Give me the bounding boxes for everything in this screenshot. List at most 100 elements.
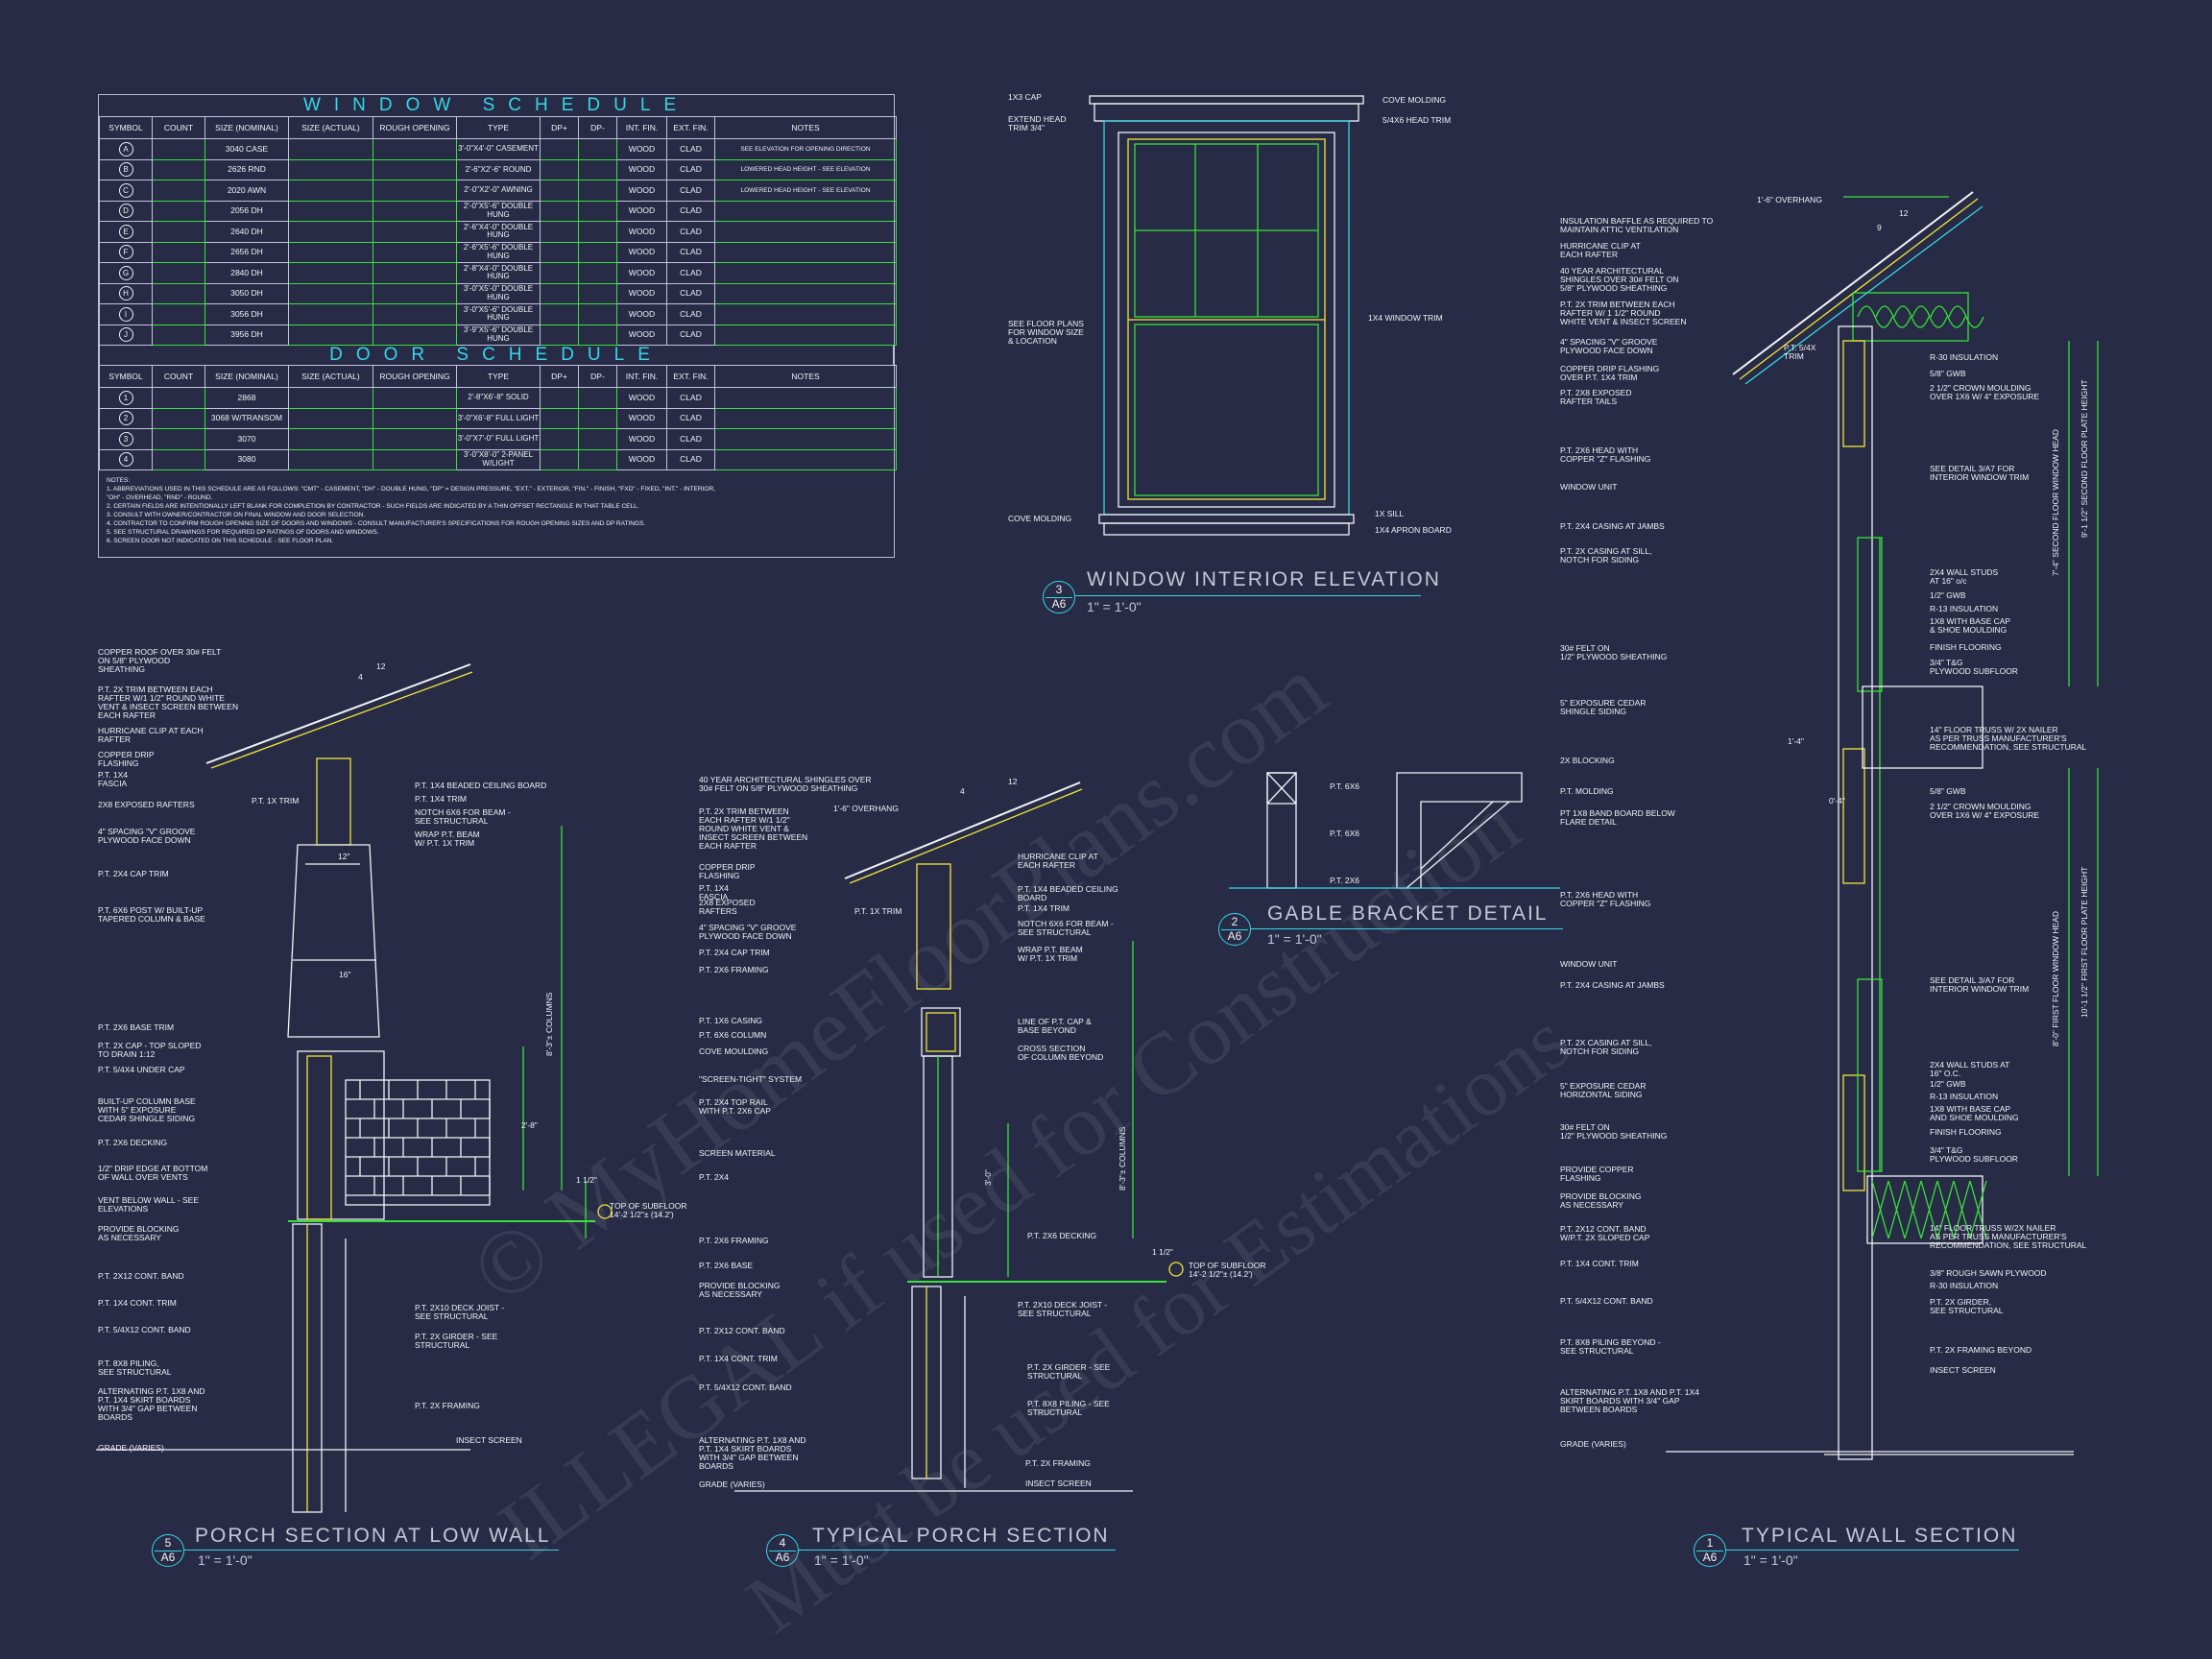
door-schedule-col-header: INT. FIN. — [616, 365, 667, 388]
wall-section-label: GRADE (VARIES) — [1560, 1439, 1626, 1449]
porch-low-wall-label: P.T. 1X TRIM — [252, 796, 300, 805]
schedule-note-line: 4. CONTRACTOR TO CONFIRM ROUGH OPENING S… — [107, 520, 646, 527]
wall-section-label: INSECT SCREEN — [1930, 1365, 1996, 1375]
schedule-note-line: 6. SCREEN DOOR NOT INDICATED ON THIS SCH… — [107, 538, 334, 544]
porch-low-wall-label: P.T. 1X4 TRIM — [415, 794, 468, 804]
wall-section-label: 3/8" ROUGH SAWN PLYWOOD — [1930, 1268, 2047, 1278]
detail-title-3: WINDOW INTERIOR ELEVATION — [1087, 568, 1441, 590]
porch-low-wall-label: P.T. 2X4 CAP TRIM — [98, 869, 169, 878]
porch-low-wall-label: P.T. 2X6 BASE TRIM — [98, 1022, 175, 1032]
wall-section-label: P.T. 1X4 CONT. TRIM — [1560, 1259, 1639, 1268]
wall-section-dimension: 10'-1 1/2" FIRST FLOOR PLATE HEIGHT — [2080, 866, 2089, 1018]
wall-section-label: 1/2" GWB — [1930, 590, 1966, 600]
wall-section-label: 2X BLOCKING — [1560, 756, 1615, 765]
window-schedule-symbol-bubble: D — [118, 204, 133, 219]
window-schedule-notes — [714, 324, 897, 346]
porch-low-wall-section — [96, 663, 613, 1513]
wall-section-label: 5/8" GWB — [1930, 786, 1966, 796]
porch-section-label: P.T. 2X6 FRAMING — [699, 965, 769, 974]
window-schedule-symbol-bubble: C — [118, 182, 133, 198]
wall-section-label: 5/8" GWB — [1930, 369, 1966, 378]
porch-low-wall-label: P.T. 5/4X12 CONT. BAND — [98, 1325, 191, 1334]
window-elevation-label: COVE MOLDING — [1008, 514, 1072, 523]
window-schedule-col-header: DP- — [578, 116, 617, 139]
porch-low-wall-label: 16" — [339, 970, 351, 979]
door-schedule-symbol-bubble: 2 — [118, 411, 133, 426]
porch-low-wall-label: INSECT SCREEN — [456, 1435, 522, 1445]
detail-scale-4: 1" = 1'-0" — [814, 1552, 869, 1568]
roof-slope-label: 12 — [1899, 208, 1909, 218]
wall-section-label: P.T. 2X4 CASING AT JAMBS — [1560, 980, 1665, 990]
porch-section-label: COVE MOULDING — [699, 1046, 769, 1056]
window-elevation-label: 5/4X6 HEAD TRIM — [1382, 115, 1452, 125]
window-schedule-symbol-bubble: G — [118, 265, 133, 280]
wall-section-label: 1/2" GWB — [1930, 1079, 1966, 1089]
porch-low-wall-label: 2'-8" — [521, 1120, 538, 1130]
window-schedule-symbol-bubble: J — [118, 327, 133, 343]
door-schedule-col-header: SIZE (NOMINAL) — [204, 365, 289, 388]
wall-section-label: R-30 INSULATION — [1930, 1281, 1999, 1290]
detail-scale-3: 1" = 1'-0" — [1087, 599, 1142, 614]
door-schedule-col-header: SIZE (ACTUAL) — [288, 365, 373, 388]
window-schedule-col-header: EXT. FIN. — [666, 116, 715, 139]
porch-section-label: P.T. 1X6 CASING — [699, 1016, 762, 1025]
detail-title-2: GABLE BRACKET DETAIL — [1267, 902, 1549, 925]
window-schedule-col-header: SYMBOL — [99, 116, 153, 139]
porch-low-wall-label: P.T. 2X6 DECKING — [98, 1138, 168, 1147]
window-schedule-symbol: A — [99, 138, 153, 160]
schedule-note-line: 2. CERTAIN FIELDS ARE INTENTIONALLY LEFT… — [107, 503, 639, 510]
porch-low-wall-label: P.T. 5/4X4 UNDER CAP — [98, 1065, 185, 1074]
porch-low-wall-label: GRADE (VARIES) — [98, 1443, 164, 1453]
window-schedule-col-header: COUNT — [152, 116, 205, 139]
wall-section-label: R-13 INSULATION — [1930, 1092, 1999, 1101]
porch-low-wall-label: 2X8 EXPOSED RAFTERS — [98, 800, 195, 809]
wall-section-dimension: 7'-4" SECOND FLOOR WINDOW HEAD — [2051, 429, 2060, 576]
door-schedule-symbol-bubble: 4 — [118, 452, 133, 468]
porch-section-label: LINE OF P.T. CAP &BASE BEYOND — [1018, 1017, 1092, 1035]
gable-bracket — [1229, 772, 1560, 889]
schedule-note-line: 1. ABBREVIATIONS USED IN THIS SCHEDULE A… — [107, 486, 715, 493]
porch-low-wall-label: 1 1/2" — [576, 1175, 597, 1185]
window-schedule-symbol-bubble: E — [118, 224, 133, 239]
porch-section-label: P.T. 5/4X12 CONT. BAND — [699, 1382, 792, 1392]
window-elevation-label: COVE MOLDING — [1382, 95, 1447, 105]
porch-low-wall-label: P.T. 8X8 PILING,SEE STRUCTURAL — [98, 1358, 172, 1377]
porch-section-label: P.T. 1X4 TRIM — [1018, 903, 1070, 913]
